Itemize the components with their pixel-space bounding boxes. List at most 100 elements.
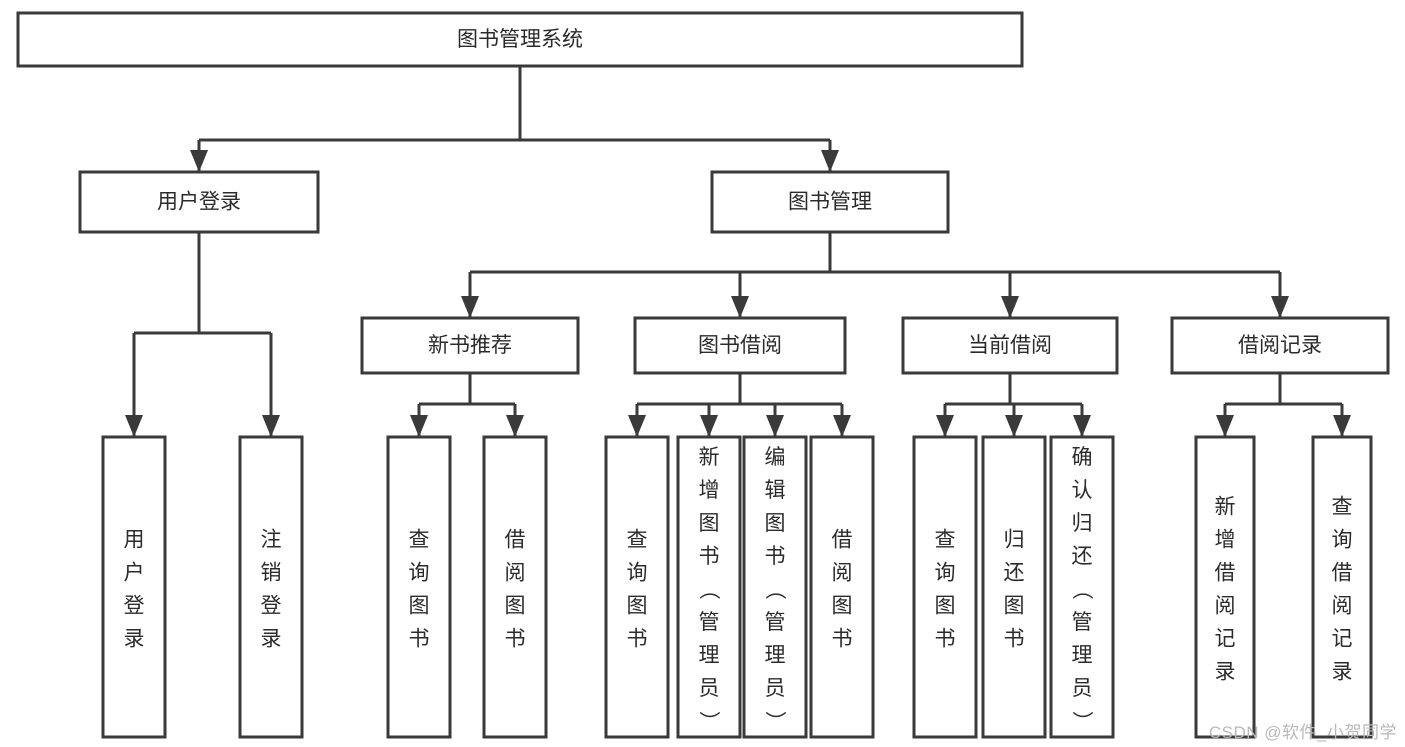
node-box — [78, 170, 320, 234]
svg-text:理: 理 — [1072, 644, 1093, 667]
svg-text:查: 查 — [409, 529, 430, 552]
svg-text:登: 登 — [124, 595, 145, 618]
svg-text:图: 图 — [1004, 595, 1025, 618]
arrow-head-icon — [700, 415, 718, 437]
svg-text:阅: 阅 — [1215, 595, 1236, 618]
node-box — [1311, 435, 1373, 739]
arrow-head-icon — [262, 415, 280, 437]
edge-group-current — [936, 373, 1091, 437]
arrow-head-icon — [766, 415, 784, 437]
edge-group-newbook — [410, 373, 524, 437]
arrow-head-icon — [461, 296, 479, 318]
node-box — [360, 316, 580, 375]
node-box — [604, 435, 670, 739]
node-current[interactable]: 当前借阅 — [901, 316, 1119, 375]
node-box — [1194, 435, 1256, 739]
node-box — [16, 11, 1024, 68]
svg-text:询: 询 — [935, 562, 956, 585]
svg-text:借: 借 — [1332, 562, 1353, 585]
svg-text:管: 管 — [765, 611, 786, 634]
svg-text:书: 书 — [409, 628, 430, 651]
svg-text:记: 记 — [1332, 628, 1353, 651]
svg-text:记: 记 — [1215, 628, 1236, 651]
node-borrow[interactable]: 图书借阅 — [633, 316, 847, 375]
svg-text:理: 理 — [765, 644, 786, 667]
svg-text:辑: 辑 — [765, 479, 786, 502]
svg-text:图: 图 — [409, 595, 430, 618]
svg-text:图: 图 — [505, 595, 526, 618]
svg-text:图: 图 — [699, 512, 720, 535]
node-box — [981, 435, 1047, 739]
node-box — [633, 316, 847, 375]
svg-text:登: 登 — [261, 595, 282, 618]
arrow-head-icon — [410, 415, 428, 437]
svg-text:管: 管 — [1072, 611, 1093, 634]
node-label: 借阅记录 — [1238, 334, 1322, 357]
svg-text:书: 书 — [1004, 628, 1025, 651]
svg-text:书: 书 — [935, 628, 956, 651]
node-root[interactable]: 图书管理系统 — [16, 11, 1024, 68]
node-label: 图书管理 — [788, 191, 872, 214]
arrow-head-icon — [125, 415, 143, 437]
svg-text:书: 书 — [832, 628, 853, 651]
node-login[interactable]: 用户登录 — [78, 170, 320, 234]
svg-text:新: 新 — [1215, 496, 1236, 519]
svg-text:（: （ — [1070, 579, 1093, 600]
svg-text:借: 借 — [505, 529, 526, 552]
arrow-head-icon — [1216, 415, 1234, 437]
svg-text:）: ） — [1070, 711, 1093, 732]
svg-text:员: 员 — [699, 677, 720, 700]
edge-group-root — [190, 66, 839, 172]
node-leaf1[interactable]: 用户登录 — [101, 435, 167, 739]
node-box — [912, 435, 978, 739]
svg-text:查: 查 — [627, 529, 648, 552]
node-label: 用户登录 — [124, 529, 145, 651]
svg-text:还: 还 — [1072, 545, 1093, 568]
svg-text:阅: 阅 — [505, 562, 526, 585]
svg-text:增: 增 — [1215, 529, 1236, 552]
node-box — [386, 435, 452, 739]
svg-text:借: 借 — [1215, 562, 1236, 585]
svg-text:理: 理 — [699, 644, 720, 667]
node-box — [901, 316, 1119, 375]
node-records[interactable]: 借阅记录 — [1170, 316, 1390, 375]
svg-text:图: 图 — [765, 512, 786, 535]
node-bookmgmt[interactable]: 图书管理 — [710, 170, 950, 234]
node-box — [809, 435, 875, 739]
arrow-head-icon — [1001, 296, 1019, 318]
node-box — [238, 435, 304, 739]
svg-text:录: 录 — [261, 628, 282, 651]
arrow-head-icon — [190, 150, 208, 172]
svg-text:用: 用 — [124, 529, 145, 552]
arrow-head-icon — [731, 296, 749, 318]
node-box — [101, 435, 167, 739]
node-newbook[interactable]: 新书推荐 — [360, 316, 580, 375]
arrow-head-icon — [506, 415, 524, 437]
svg-text:还: 还 — [1004, 562, 1025, 585]
edge-group-login — [125, 232, 280, 437]
edge-group-records — [1216, 373, 1351, 437]
svg-text:认: 认 — [1072, 479, 1093, 502]
svg-text:询: 询 — [409, 562, 430, 585]
arrow-head-icon — [1005, 415, 1023, 437]
